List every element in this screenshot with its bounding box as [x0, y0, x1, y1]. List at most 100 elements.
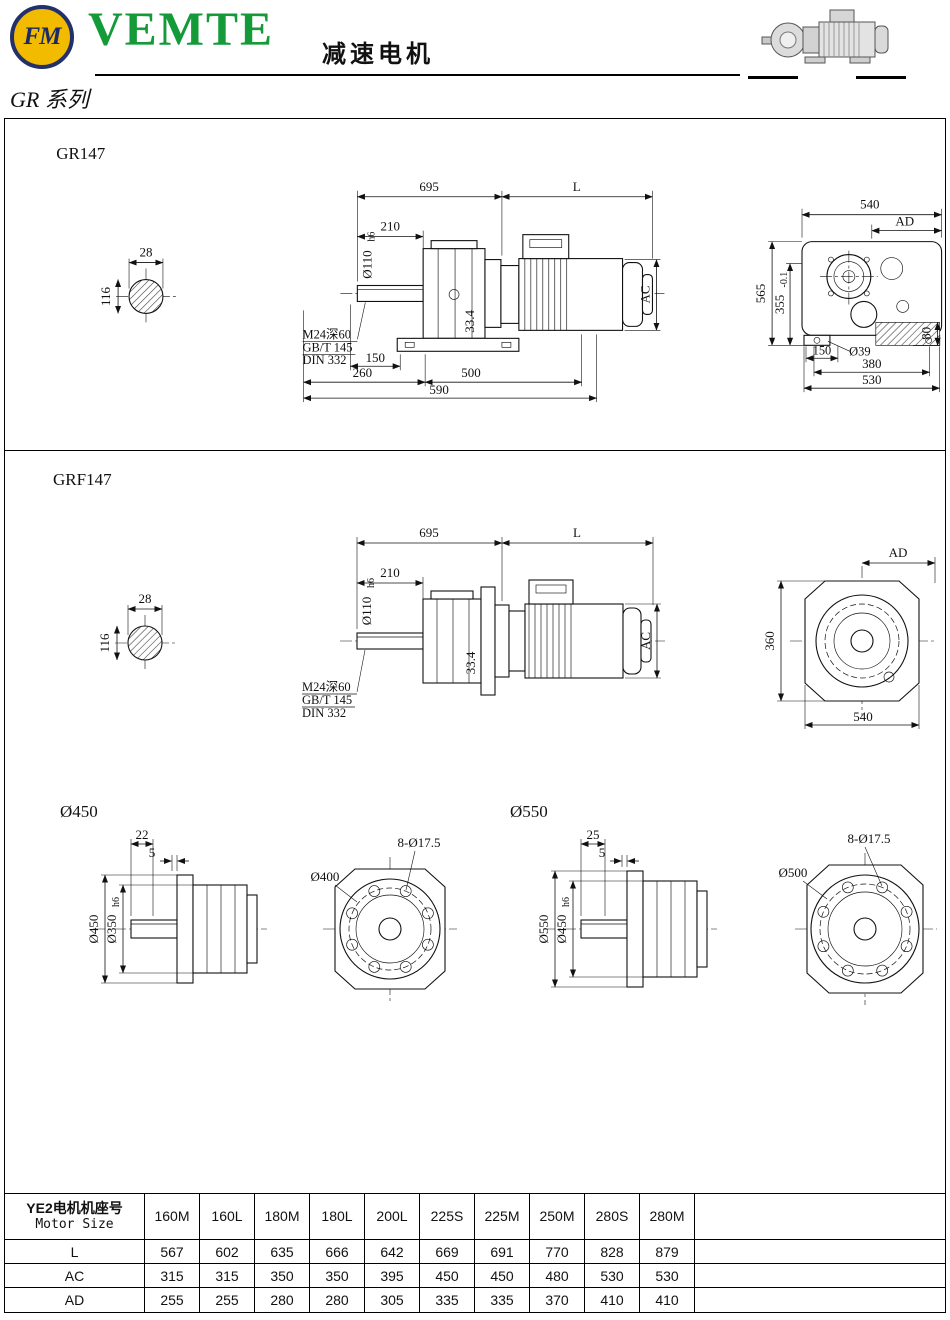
row-label: AC	[5, 1264, 145, 1288]
dim-AC: AC	[637, 285, 652, 303]
table-cell: 770	[530, 1240, 585, 1264]
row-label: L	[5, 1240, 145, 1264]
dim-shaft-dia-tol: h6	[366, 578, 377, 588]
dim-116: 116	[98, 286, 113, 305]
table-cell: 450	[420, 1264, 475, 1288]
dim-spigot-tol: h6	[111, 897, 122, 907]
dim-bolt-circle: Ø400	[311, 869, 340, 884]
dim-540: 540	[860, 197, 879, 212]
dim-695: 695	[419, 179, 438, 194]
table-cell: 480	[530, 1264, 585, 1288]
dim-33-4: 33.4	[463, 651, 478, 674]
dim-210: 210	[380, 565, 400, 580]
flange550-side-view: 25 5 Ø550 Ø450 h6	[536, 827, 717, 988]
table-corner-cell: YE2电机机座号 Motor Size	[5, 1194, 145, 1240]
table-cell: 350	[310, 1264, 365, 1288]
dim-530: 530	[862, 372, 881, 387]
grf147-shaft-end-view: 28 116	[97, 591, 175, 671]
motor-dimension-table: YE2电机机座号 Motor Size 160M 160L 180M 180L …	[4, 1193, 946, 1313]
flange-drawings: Ø450 Ø550 22 5 Ø450	[60, 802, 937, 1005]
table-cell: 691	[475, 1240, 530, 1264]
table-cell: 315	[200, 1264, 255, 1288]
table-cell: 335	[420, 1288, 475, 1312]
dim-380: 380	[862, 356, 881, 371]
thread-note-1: M24深60	[302, 680, 351, 694]
table-cell: 642	[365, 1240, 420, 1264]
dim-AC: AC	[638, 632, 653, 650]
brand-name: VEMTE	[88, 3, 275, 56]
table-cell: 602	[200, 1240, 255, 1264]
header-rule-dash	[856, 76, 906, 79]
col-header: 250M	[530, 1194, 585, 1240]
dim-500: 500	[461, 365, 480, 380]
flange450-side-view: 22 5 Ø450 Ø350 h6	[86, 827, 267, 984]
thread-note-3: DIN 332	[302, 706, 346, 720]
col-header: 200L	[365, 1194, 420, 1240]
dim-80: 80	[919, 327, 934, 340]
gr147-shaft-end-view: 28 116	[98, 245, 176, 325]
dim-695: 695	[419, 525, 439, 540]
grf147-drawing: GRF147 28 116	[53, 470, 936, 729]
gr147-side-view: 695 L 210 Ø110 h6 M24深60 GB/T 145 DIN 33…	[303, 179, 665, 403]
flange450-front-view: 8-Ø17.5 Ø400	[311, 835, 457, 1001]
table-cell: 315	[145, 1264, 200, 1288]
col-header: 160L	[200, 1194, 255, 1240]
table-cell: 305	[365, 1288, 420, 1312]
gearmotor-illustration	[761, 9, 889, 64]
dim-28: 28	[139, 591, 152, 606]
dim-565: 565	[753, 284, 768, 303]
thread-note-3: DIN 332	[303, 353, 347, 367]
page-header: FM VEMTE 减速电机 GR 系列	[0, 0, 950, 118]
table-cell: 530	[585, 1264, 640, 1288]
table-cell: 410	[640, 1288, 695, 1312]
dim-spigot-dia: Ø450	[554, 915, 569, 944]
table-cell: 335	[475, 1288, 530, 1312]
dim-360: 360	[762, 631, 777, 651]
thread-note-2: GB/T 145	[302, 693, 352, 707]
dim-33-4: 33.4	[462, 310, 477, 333]
col-header: 225M	[475, 1194, 530, 1240]
dim-116: 116	[97, 633, 112, 653]
dim-shaft-dia-tol: h6	[366, 232, 377, 242]
dim-28: 28	[140, 245, 153, 260]
table-cell: 370	[530, 1288, 585, 1312]
dim-spigot-dia: Ø350	[104, 915, 119, 944]
table-cell: 280	[310, 1288, 365, 1312]
table-cell: 666	[310, 1240, 365, 1264]
dim-5: 5	[149, 845, 156, 860]
dim-bolt-holes: 8-Ø17.5	[848, 831, 891, 846]
dim-L: L	[573, 179, 581, 194]
flange450-title: Ø450	[60, 802, 98, 821]
dim-590: 590	[429, 382, 448, 397]
dim-bolt-holes: 8-Ø17.5	[398, 835, 441, 850]
col-header: 160M	[145, 1194, 200, 1240]
row-label: AD	[5, 1288, 145, 1312]
doc-title: 减速电机	[322, 42, 434, 68]
dim-540: 540	[853, 709, 873, 724]
dim-25: 25	[587, 827, 600, 842]
dim-150: 150	[366, 350, 385, 365]
table-cell: 530	[640, 1264, 695, 1288]
dim-shaft-dia: Ø110	[359, 250, 374, 278]
table-cell: 669	[420, 1240, 475, 1264]
table-cell: 395	[365, 1264, 420, 1288]
flange550-title: Ø550	[510, 802, 548, 821]
table-cell: 450	[475, 1264, 530, 1288]
grf147-side-view: 695 L 210 Ø110 h6 M24深60 GB/T 145 DIN 33…	[302, 525, 665, 720]
dim-outer-dia: Ø550	[536, 915, 551, 944]
dim-355-tol: -0.1	[779, 272, 790, 288]
col-header: 280M	[640, 1194, 695, 1240]
table-cell: 879	[640, 1240, 695, 1264]
dim-22: 22	[136, 827, 149, 842]
table-header-en: Motor Size	[35, 1217, 114, 1233]
table-filler-cell	[695, 1194, 945, 1240]
dim-L: L	[573, 525, 581, 540]
table-cell: 410	[585, 1288, 640, 1312]
col-header: 180L	[310, 1194, 365, 1240]
dim-hole-39: Ø39	[849, 344, 870, 358]
dim-AD: AD	[895, 214, 914, 229]
table-filler-cell	[695, 1288, 945, 1312]
dim-shaft-dia: Ø110	[359, 597, 374, 625]
table-filler-cell	[695, 1240, 945, 1264]
flange550-front-view: 8-Ø17.5 Ø500	[779, 831, 937, 1005]
